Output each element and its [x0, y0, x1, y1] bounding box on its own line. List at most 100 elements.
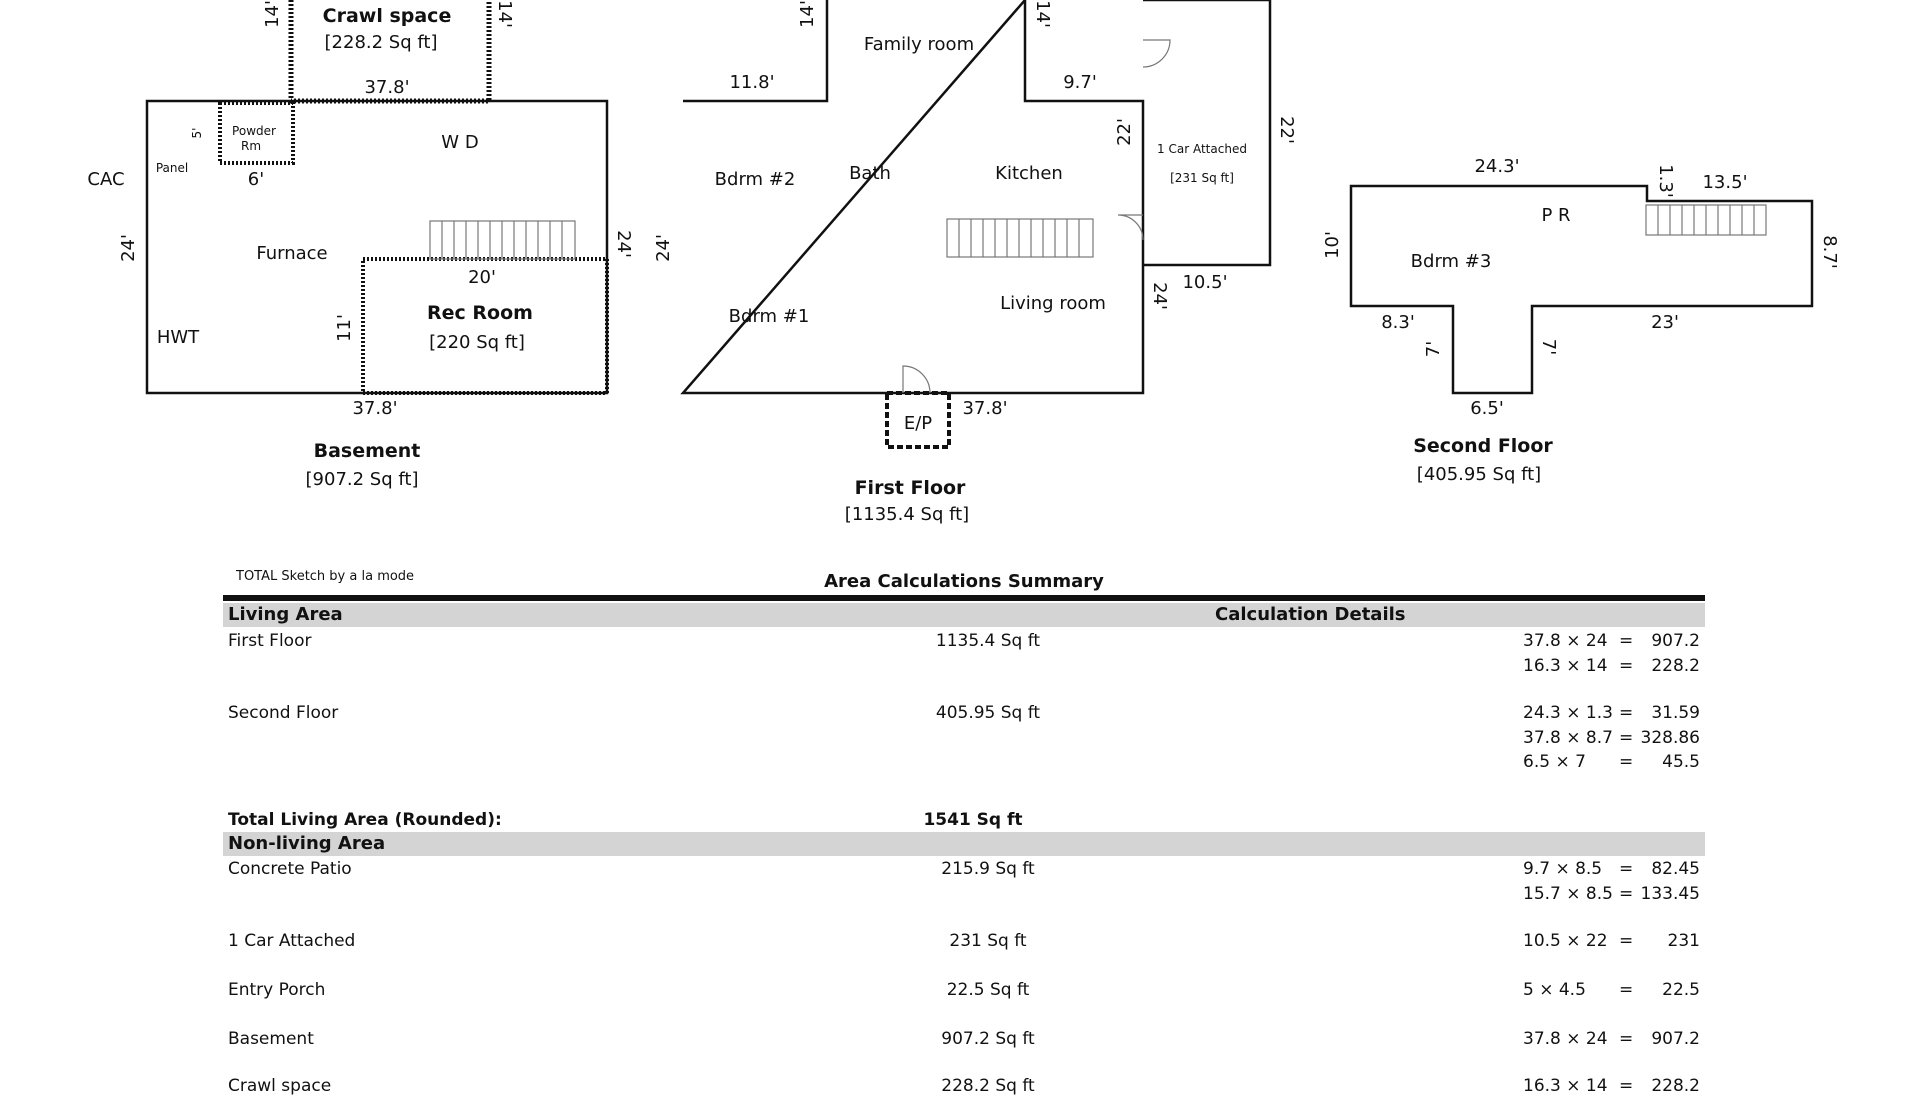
- bdrm1-label: Bdrm #1: [729, 306, 810, 327]
- dim-first-right: 24': [1149, 282, 1170, 310]
- bdrm3-label: Bdrm #3: [1411, 251, 1492, 272]
- floor-plan-sketch: Crawl space [228.2 Sq ft] 14' 14' 37.8' …: [87, 0, 1840, 525]
- second-floor-plan: 24.3' 1.3' 13.5' P R Bdrm #3 10' 8.7' 8.…: [1322, 156, 1840, 485]
- dim-powder-bottom: 6': [248, 169, 264, 190]
- calc-equals: =: [1619, 931, 1634, 951]
- calculation-details-header: Calculation Details: [1215, 604, 1406, 625]
- dim-second-right: 8.7': [1819, 235, 1840, 269]
- first-floor-outline: [680, 0, 1145, 395]
- total-value: 1541 Sq ft: [923, 810, 1023, 830]
- calc-equals: =: [1619, 1076, 1634, 1096]
- summary-title: Area Calculations Summary: [824, 571, 1104, 592]
- furnace-label: Furnace: [256, 243, 327, 264]
- garage-outline: [1143, 0, 1272, 267]
- kitchen-door-swing: [1117, 214, 1144, 241]
- garage-area: [231 Sq ft]: [1170, 171, 1234, 185]
- nonliving-area-header-label: Non-living Area: [228, 833, 386, 854]
- row-area: 1135.4 Sq ft: [935, 631, 1041, 651]
- bdrm2-label: Bdrm #2: [715, 169, 796, 190]
- second-floor-area: [405.95 Sq ft]: [1417, 464, 1541, 485]
- brand-label: TOTAL Sketch by a la mode: [236, 569, 415, 584]
- dim-second-top-right: 13.5': [1702, 172, 1747, 193]
- dim-basement-right: 24': [613, 230, 634, 258]
- basement-title: Basement: [314, 440, 421, 462]
- dim-family-left: 14': [797, 0, 818, 28]
- row-name: Crawl space: [228, 1076, 332, 1096]
- calc-line: 16.3 × 14=228.2: [1523, 656, 1700, 681]
- panel-label: Panel: [156, 161, 188, 175]
- basement-area: [907.2 Sq ft]: [306, 469, 419, 490]
- dim-crawl-right: 14': [494, 0, 515, 28]
- row-area: 228.2 Sq ft: [941, 1076, 1035, 1096]
- row-area: 907.2 Sq ft: [941, 1029, 1035, 1049]
- calc-line: 5 × 4.5=22.5: [1523, 980, 1700, 1005]
- first-floor-plan: 14' 14' Family room 11.8' 9.7' Bdrm #2 B…: [653, 0, 1297, 525]
- calc-line: 37.8 × 8.7=328.86: [1523, 728, 1700, 753]
- ep-label: E/P: [904, 413, 932, 434]
- calc-expression: 37.8 × 24: [1523, 631, 1608, 651]
- living-room-label: Living room: [1000, 293, 1106, 314]
- first-floor-title: First Floor: [855, 477, 966, 499]
- row-name: Second Floor: [228, 703, 339, 723]
- dim-second-step: 1.3': [1655, 164, 1676, 198]
- wd-label: W D: [441, 132, 478, 153]
- calc-result: 82.45: [1651, 859, 1700, 879]
- calc-result: 22.5: [1662, 980, 1700, 1000]
- calc-expression: 10.5 × 22: [1523, 931, 1608, 951]
- crawl-space-area: [228.2 Sq ft]: [325, 32, 438, 53]
- dim-rec-top: 20': [468, 267, 496, 288]
- calc-line: 15.7 × 8.5=133.45: [1523, 884, 1700, 909]
- calc-line: 37.8 × 24=907.2: [1523, 631, 1700, 656]
- calc-line: 10.5 × 22 = 231: [1523, 931, 1700, 956]
- calc-result: 231: [1667, 931, 1700, 951]
- living-area-header-label: Living Area: [228, 604, 343, 625]
- dim-basement-bottom: 37.8': [352, 398, 397, 419]
- calc-lines: 37.8 × 24=907.2: [1523, 1029, 1700, 1054]
- row-name: First Floor: [228, 631, 312, 651]
- powder-room-outline: [218, 101, 295, 165]
- row-area: 231 Sq ft: [949, 931, 1027, 951]
- dim-crawl-left: 14': [262, 0, 283, 28]
- dim-first-bottom: 37.8': [962, 398, 1007, 419]
- dim-family-right: 14': [1032, 0, 1053, 28]
- dim-rec-left: 11': [334, 314, 355, 342]
- garage-door-swing: [1142, 39, 1171, 68]
- basement-plan: Crawl space [228.2 Sq ft] 14' 14' 37.8' …: [87, 0, 634, 490]
- garage-label: 1 Car Attached: [1157, 142, 1247, 156]
- crawl-space-outline: [288, 0, 492, 104]
- entry-door-swing: [902, 365, 931, 394]
- dim-basement-left: 24': [118, 234, 139, 262]
- row-name: Concrete Patio: [228, 859, 352, 879]
- calc-equals: =: [1619, 1029, 1634, 1049]
- row-name: Basement: [228, 1029, 314, 1049]
- crawl-space-label: Crawl space: [323, 5, 452, 27]
- dim-top-left: 11.8': [729, 72, 774, 93]
- second-floor-title: Second Floor: [1413, 435, 1553, 457]
- calc-equals: =: [1619, 703, 1634, 723]
- first-floor-area: [1135.4 Sq ft]: [845, 504, 969, 525]
- living-area-header: Living Area Calculation Details: [223, 603, 1705, 627]
- calc-result: 133.45: [1640, 883, 1700, 904]
- calc-lines: 5 × 4.5=22.5: [1523, 980, 1700, 1005]
- calc-result: 31.59: [1651, 703, 1700, 723]
- calc-expression: 16.3 × 14: [1523, 655, 1608, 676]
- calc-equals: =: [1619, 883, 1634, 904]
- dim-top-right: 9.7': [1063, 72, 1097, 93]
- dim-second-bottom-left: 8.3': [1381, 312, 1415, 333]
- row-area: 22.5 Sq ft: [946, 980, 1030, 1000]
- dim-powder-side: 5': [190, 128, 204, 139]
- calc-expression: 37.8 × 24: [1523, 1029, 1608, 1049]
- row-name: 1 Car Attached: [228, 931, 356, 951]
- rec-room-area: [220 Sq ft]: [429, 332, 525, 353]
- second-floor-stairs: [1645, 204, 1767, 236]
- nonliving-area-header: Non-living Area: [223, 832, 1705, 856]
- calc-lines: 10.5 × 22 = 231: [1523, 931, 1700, 956]
- dim-crawl-bottom: 37.8': [364, 77, 409, 98]
- second-floor-outline: [1349, 184, 1814, 395]
- calc-equals: =: [1619, 655, 1634, 676]
- powder-room-label-1: Powder: [232, 124, 276, 138]
- title-rule: [223, 595, 1705, 601]
- total-label: Total Living Area (Rounded):: [228, 810, 502, 830]
- calc-expression: 6.5 × 7: [1523, 752, 1586, 772]
